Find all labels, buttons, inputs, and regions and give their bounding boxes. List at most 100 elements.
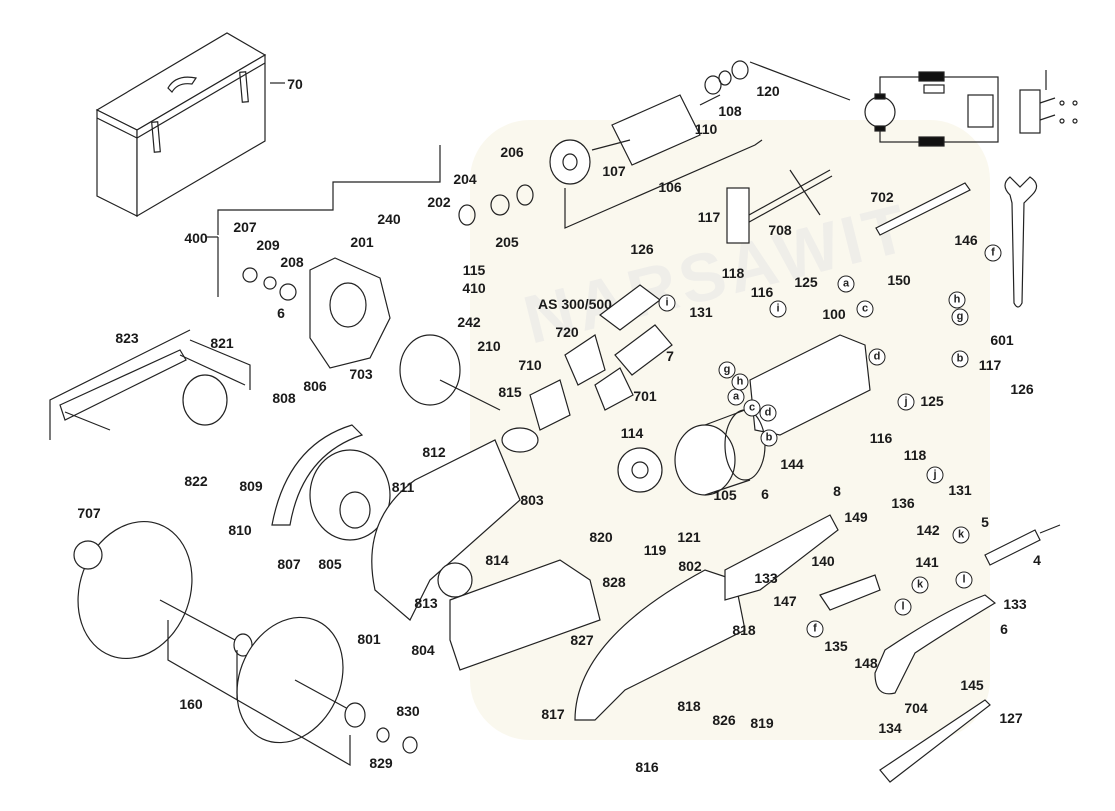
- part-label-826[interactable]: 826: [712, 712, 736, 728]
- part-label-804[interactable]: 804: [411, 642, 435, 658]
- part-label-121[interactable]: 121: [677, 529, 701, 545]
- part-label-410[interactable]: 410: [462, 280, 486, 296]
- part-label-814[interactable]: 814: [485, 552, 509, 568]
- part-label-134[interactable]: 134: [878, 720, 902, 736]
- part-label-205[interactable]: 205: [495, 234, 519, 250]
- part-label-5[interactable]: 5: [981, 514, 989, 530]
- part-label-806[interactable]: 806: [303, 378, 327, 394]
- part-label-808[interactable]: 808: [272, 390, 296, 406]
- part-label-145[interactable]: 145: [960, 677, 984, 693]
- part-label-133-lower[interactable]: 133: [1003, 596, 1027, 612]
- part-label-117-top[interactable]: 117: [697, 209, 721, 225]
- part-label-204[interactable]: 204: [453, 171, 477, 187]
- part-label-4[interactable]: 4: [1033, 552, 1041, 568]
- part-label-149[interactable]: 149: [844, 509, 868, 525]
- part-label-108[interactable]: 108: [718, 103, 742, 119]
- part-label-710[interactable]: 710: [518, 357, 542, 373]
- part-label-827[interactable]: 827: [570, 632, 594, 648]
- part-label-116-top[interactable]: 116: [750, 284, 774, 300]
- part-label-820[interactable]: 820: [589, 529, 613, 545]
- part-label-136[interactable]: 136: [891, 495, 915, 511]
- part-label-206[interactable]: 206: [500, 144, 524, 160]
- part-label-144[interactable]: 144: [780, 456, 804, 472]
- part-label-209[interactable]: 209: [256, 237, 280, 253]
- part-label-126-right[interactable]: 126: [1010, 381, 1034, 397]
- part-label-823[interactable]: 823: [115, 330, 139, 346]
- part-label-812[interactable]: 812: [422, 444, 446, 460]
- part-label-100[interactable]: 100: [822, 306, 846, 322]
- part-label-105[interactable]: 105: [713, 487, 737, 503]
- part-label-829[interactable]: 829: [369, 755, 393, 771]
- part-label-830[interactable]: 830: [396, 703, 420, 719]
- part-label-6-top[interactable]: 6: [277, 305, 285, 321]
- part-label-110[interactable]: 110: [694, 121, 718, 137]
- part-label-821[interactable]: 821: [210, 335, 234, 351]
- part-label-118-top[interactable]: 118: [721, 265, 745, 281]
- part-label-125-top[interactable]: 125: [794, 274, 818, 290]
- part-label-70[interactable]: 70: [287, 76, 303, 92]
- part-label-828[interactable]: 828: [602, 574, 626, 590]
- part-label-6-mid[interactable]: 6: [761, 486, 769, 502]
- part-label-813[interactable]: 813: [414, 595, 438, 611]
- part-label-601[interactable]: 601: [990, 332, 1014, 348]
- part-label-120[interactable]: 120: [756, 83, 780, 99]
- part-label-720[interactable]: 720: [555, 324, 579, 340]
- part-label-240[interactable]: 240: [377, 211, 401, 227]
- part-label-809[interactable]: 809: [239, 478, 263, 494]
- part-label-242[interactable]: 242: [457, 314, 481, 330]
- part-label-817[interactable]: 817: [541, 706, 565, 722]
- part-label-707[interactable]: 707: [77, 505, 101, 521]
- part-label-818-upper[interactable]: 818: [732, 622, 756, 638]
- part-label-201[interactable]: 201: [350, 234, 374, 250]
- part-label-115[interactable]: 115: [462, 262, 486, 278]
- part-label-127[interactable]: 127: [999, 710, 1023, 726]
- part-label-6-lower[interactable]: 6: [1000, 621, 1008, 637]
- part-label-819[interactable]: 819: [750, 715, 774, 731]
- part-label-107[interactable]: 107: [602, 163, 626, 179]
- part-label-150[interactable]: 150: [887, 272, 911, 288]
- part-label-7[interactable]: 7: [666, 348, 674, 364]
- part-label-810[interactable]: 810: [228, 522, 252, 538]
- part-label-818-lower[interactable]: 818: [677, 698, 701, 714]
- part-label-802[interactable]: 802: [678, 558, 702, 574]
- part-label-703[interactable]: 703: [349, 366, 373, 382]
- part-label-148[interactable]: 148: [854, 655, 878, 671]
- part-label-131-top[interactable]: 131: [689, 304, 713, 320]
- part-label-701[interactable]: 701: [633, 388, 657, 404]
- part-label-208[interactable]: 208: [280, 254, 304, 270]
- part-label-805[interactable]: 805: [318, 556, 342, 572]
- part-label-141[interactable]: 141: [915, 554, 939, 570]
- part-label-118-mid[interactable]: 118: [903, 447, 927, 463]
- part-label-119[interactable]: 119: [643, 542, 667, 558]
- part-label-803[interactable]: 803: [520, 492, 544, 508]
- part-label-116-mid[interactable]: 116: [869, 430, 893, 446]
- part-label-135[interactable]: 135: [824, 638, 848, 654]
- part-label-114[interactable]: 114: [620, 425, 644, 441]
- part-label-811[interactable]: 811: [391, 479, 415, 495]
- part-label-807[interactable]: 807: [277, 556, 301, 572]
- part-label-142[interactable]: 142: [916, 522, 940, 538]
- part-label-207[interactable]: 207: [233, 219, 257, 235]
- carrying-case-drawing: [95, 32, 285, 218]
- part-label-822[interactable]: 822: [184, 473, 208, 489]
- part-label-400[interactable]: 400: [184, 230, 208, 246]
- part-label-126-top[interactable]: 126: [630, 241, 654, 257]
- part-label-125-mid[interactable]: 125: [920, 393, 944, 409]
- part-label-117-right[interactable]: 117: [978, 357, 1002, 373]
- part-label-815[interactable]: 815: [498, 384, 522, 400]
- part-label-140[interactable]: 140: [811, 553, 835, 569]
- part-label-801[interactable]: 801: [357, 631, 381, 647]
- part-label-816[interactable]: 816: [635, 759, 659, 775]
- part-label-147[interactable]: 147: [773, 593, 797, 609]
- part-label-708[interactable]: 708: [768, 222, 792, 238]
- part-label-146[interactable]: 146: [954, 232, 978, 248]
- part-label-106[interactable]: 106: [658, 179, 682, 195]
- part-label-702[interactable]: 702: [870, 189, 894, 205]
- part-label-202[interactable]: 202: [427, 194, 451, 210]
- part-label-704[interactable]: 704: [904, 700, 928, 716]
- part-label-131-mid[interactable]: 131: [948, 482, 972, 498]
- part-label-210[interactable]: 210: [477, 338, 501, 354]
- part-label-133-upper[interactable]: 133: [754, 570, 778, 586]
- part-label-8[interactable]: 8: [833, 483, 841, 499]
- part-label-160[interactable]: 160: [179, 696, 203, 712]
